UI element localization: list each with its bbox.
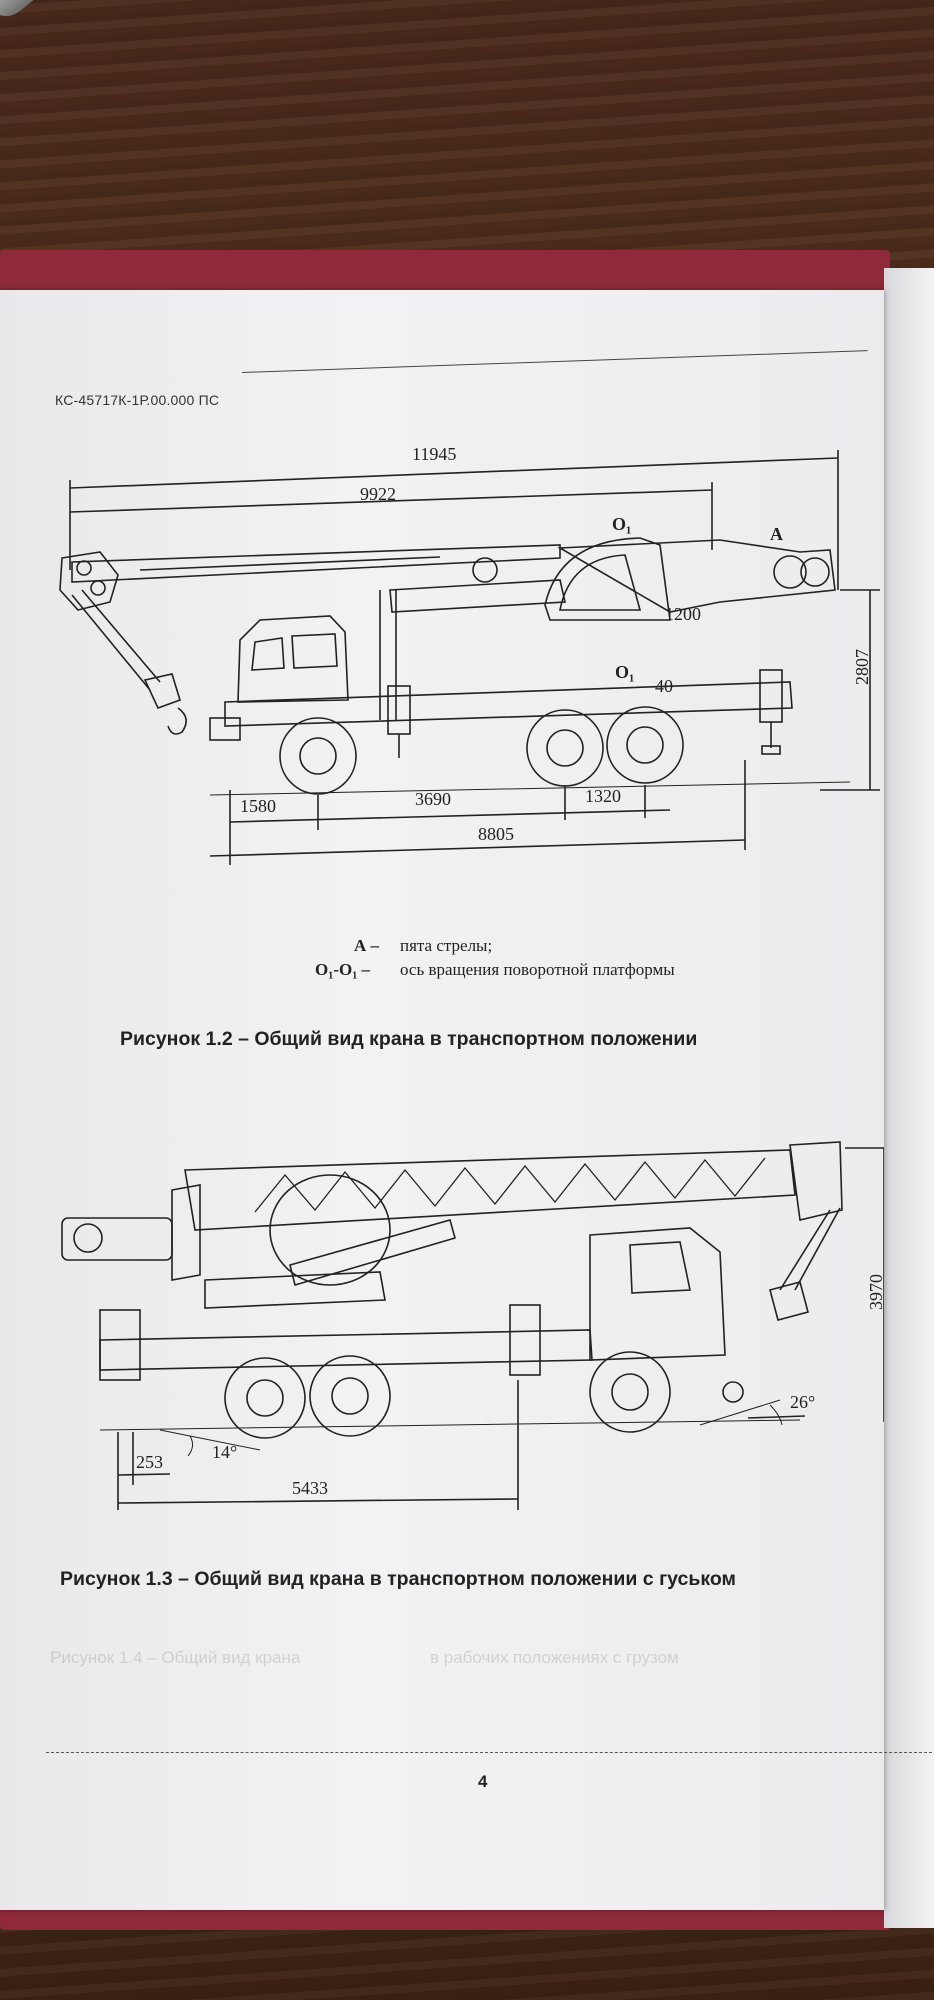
legend-text-a: пята стрелы; <box>400 936 493 955</box>
boom-tip-fig13 <box>789 1141 843 1221</box>
boom <box>71 544 561 583</box>
label-point-a: A <box>770 524 783 544</box>
next-page-edge <box>884 268 934 1928</box>
superstructure <box>557 539 836 613</box>
wheels-fig13 <box>224 1351 671 1439</box>
dim-front-angle: 26° <box>790 1392 815 1412</box>
dim-wheelbase-front: 3690 <box>415 789 451 809</box>
hook-block <box>143 673 181 710</box>
figure-1-3-caption: Рисунок 1.3 – Общий вид крана в транспор… <box>60 1568 736 1590</box>
truck-cab-fig13 <box>589 1227 726 1361</box>
dim-line-wheel-outrigger <box>117 1498 519 1504</box>
dim-wheel-outrigger: 5433 <box>292 1478 328 1498</box>
dim-rotation-offset: 1200 <box>665 604 701 624</box>
boom-fig13 <box>184 1149 796 1231</box>
outrigger-rear <box>759 669 783 723</box>
lift-cylinder-fig13 <box>289 1219 456 1287</box>
legend-text-axis: ось вращения поворотной платформы <box>400 960 675 979</box>
dim-line-wheelbase <box>229 809 671 823</box>
footer-rule <box>46 1752 932 1753</box>
dim-height: 2807 <box>852 649 872 685</box>
dim-axis-offset: 40 <box>655 676 673 696</box>
winch-drum <box>269 1174 391 1286</box>
wheels-fig12 <box>279 706 684 795</box>
dim-overall-length: 11945 <box>412 444 456 464</box>
turntable <box>204 1271 386 1309</box>
dim-rear-overhang: 253 <box>136 1452 163 1472</box>
counterweight <box>61 1217 173 1261</box>
document-page: КС-45717К-1Р.00.000 ПС <box>0 290 932 1910</box>
header-code: КС-45717К-1Р.00.000 ПС <box>55 392 220 408</box>
dim-chassis-length: 8805 <box>478 824 514 844</box>
page-number: 4 <box>478 1772 488 1791</box>
dim-boom-length: 9922 <box>360 484 396 504</box>
dim-front-overhang: 1580 <box>240 796 276 816</box>
dim-wheelbase-rear: 1320 <box>585 786 621 806</box>
hook-block-fig13 <box>769 1281 809 1321</box>
show-through-text: Рисунок 1.4 – Общий вид крана <box>50 1648 301 1667</box>
dim-height-fig13: 3970 <box>866 1274 884 1310</box>
boom-head <box>59 551 119 611</box>
legend-key-a: А – <box>354 936 380 955</box>
figure-1-2-caption: Рисунок 1.2 – Общий вид крана в транспор… <box>120 1028 698 1050</box>
show-through-text-2: в рабочих положениях с грузом <box>430 1648 679 1667</box>
chassis-frame-fig13 <box>99 1329 593 1371</box>
outrigger-front <box>387 685 411 735</box>
lift-cylinder <box>389 579 566 613</box>
legend-key-axis: О₁-О₁ – <box>315 960 371 979</box>
technical-drawings: 11945 9922 O₁ A 1200 O₁ 40 2807 1580 369… <box>59 444 884 1510</box>
label-axis-bottom: O₁ <box>615 662 634 682</box>
dim-line-rear-overhang <box>117 1473 171 1476</box>
label-axis-top: O₁ <box>612 514 631 534</box>
dim-rear-angle: 14° <box>212 1442 237 1462</box>
dim-line-chassis <box>209 839 746 857</box>
dim-line-overall <box>69 457 839 489</box>
dim-line-boom <box>69 489 713 513</box>
